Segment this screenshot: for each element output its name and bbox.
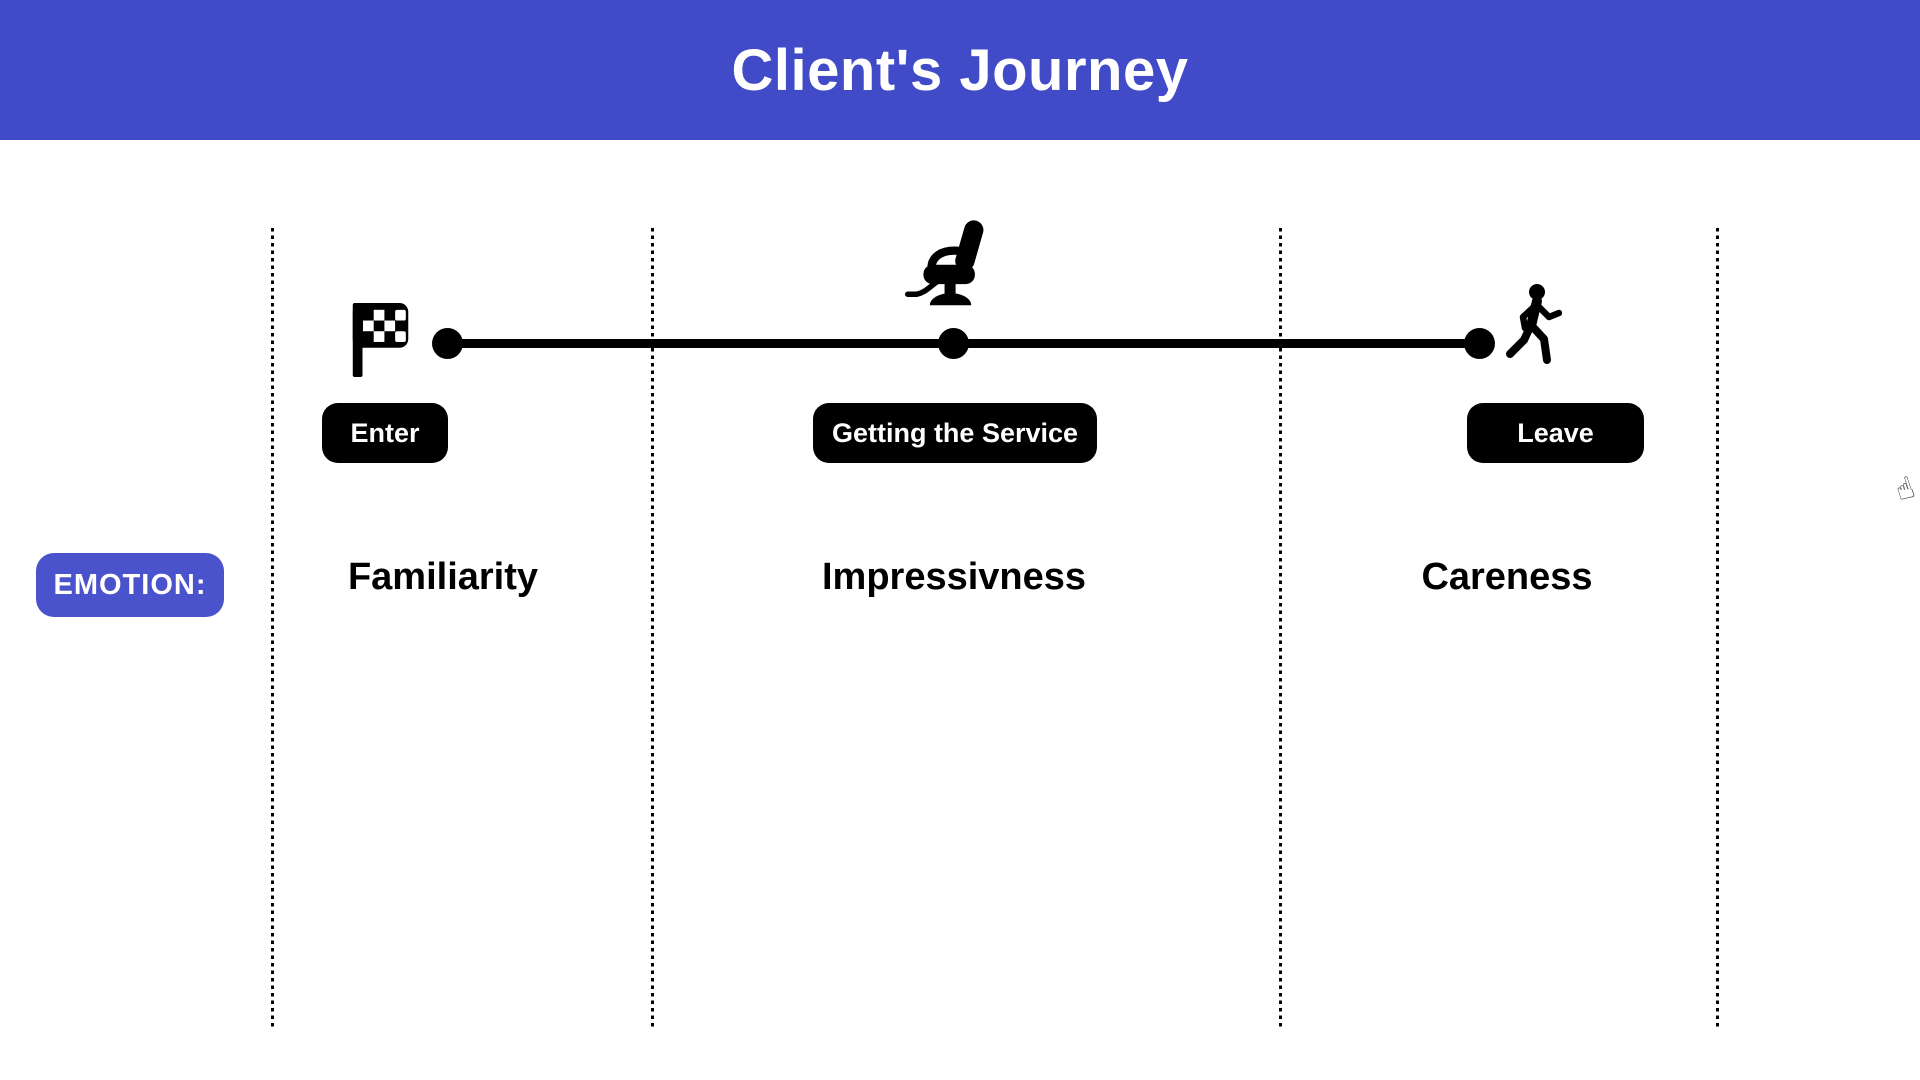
walking-person-icon xyxy=(1506,284,1563,366)
timeline-node-enter xyxy=(432,328,463,359)
barber-chair-icon xyxy=(905,216,997,308)
checkered-flag-icon xyxy=(352,303,410,377)
emotion-row-badge[interactable]: EMOTION: xyxy=(36,553,224,617)
emotion-label-careness: Careness xyxy=(1421,556,1593,598)
timeline-node-leave xyxy=(1464,328,1495,359)
stage-button-leave[interactable]: Leave xyxy=(1467,403,1644,463)
column-divider-1 xyxy=(271,228,274,1028)
emotion-row-badge-label: EMOTION: xyxy=(53,568,207,601)
column-divider-4 xyxy=(1716,228,1719,1028)
emotion-label-familiarity: Familiarity xyxy=(347,556,539,598)
header-banner: Client's Journey xyxy=(0,0,1920,140)
column-divider-3 xyxy=(1279,228,1282,1028)
stage-button-getting-the-service-label: Getting the Service xyxy=(831,417,1079,448)
column-divider-2 xyxy=(651,228,654,1028)
hand-pointer-cursor-icon: ☝ xyxy=(1891,470,1920,509)
stage-button-enter[interactable]: Enter xyxy=(322,403,448,463)
stage-button-enter-label: Enter xyxy=(350,417,420,448)
stage-button-getting-the-service[interactable]: Getting the Service xyxy=(813,403,1097,463)
page-title: Client's Journey xyxy=(731,37,1189,103)
emotion-label-impressivness: Impressivness xyxy=(821,556,1087,598)
stage-button-leave-label: Leave xyxy=(1517,417,1594,448)
timeline-node-service xyxy=(938,328,969,359)
